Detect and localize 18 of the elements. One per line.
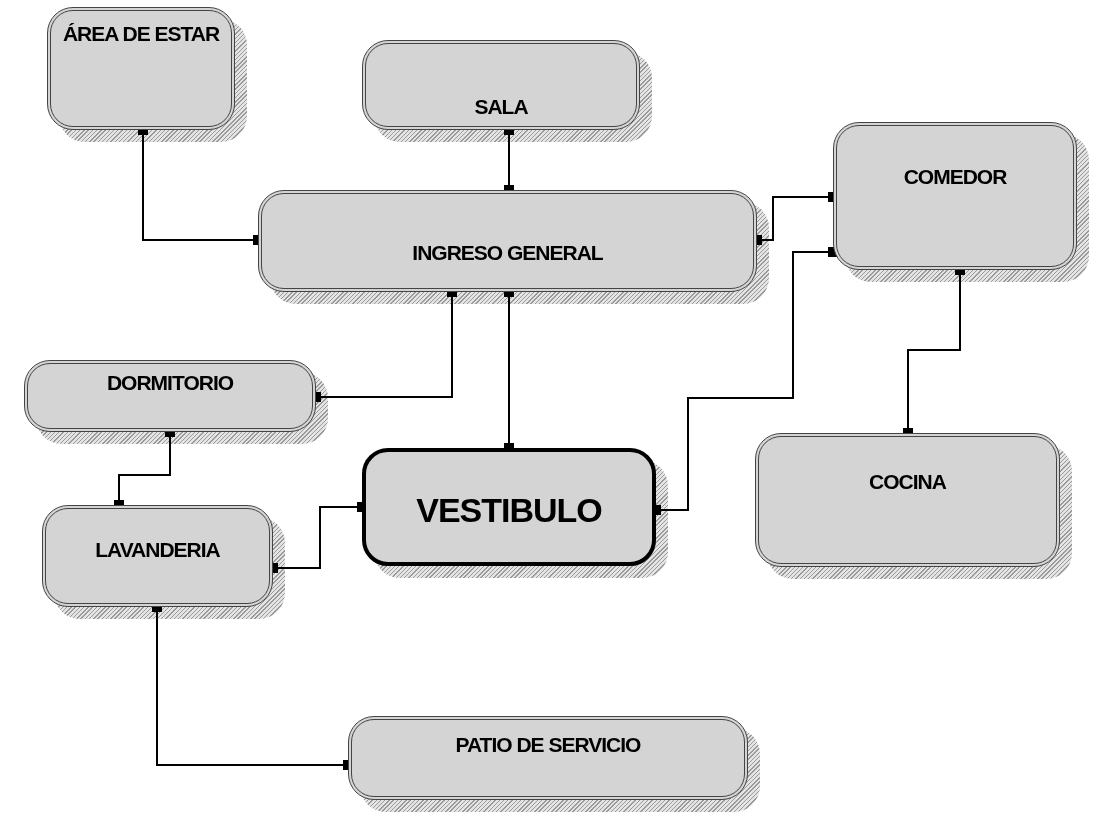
room-label: INGRESO GENERAL — [412, 240, 603, 266]
room-box — [833, 122, 1077, 270]
room-label: SALA — [474, 94, 528, 120]
room-label: ÁREA DE ESTAR — [62, 21, 220, 47]
room-label: PATIO DE SERVICIO — [455, 732, 641, 758]
room-box — [348, 716, 748, 800]
room-box — [47, 7, 235, 130]
room-box — [258, 190, 757, 292]
room-label: COMEDOR — [903, 164, 1007, 190]
room-box — [755, 433, 1060, 567]
room-label: VESTIBULO — [416, 490, 602, 531]
room-box — [362, 40, 640, 130]
room-label: LAVANDERIA — [95, 537, 220, 563]
room-label: DORMITORIO — [106, 370, 234, 396]
room-box — [42, 505, 273, 607]
room-label: COCINA — [869, 469, 946, 495]
room-box — [24, 360, 316, 432]
room-box — [362, 448, 656, 566]
